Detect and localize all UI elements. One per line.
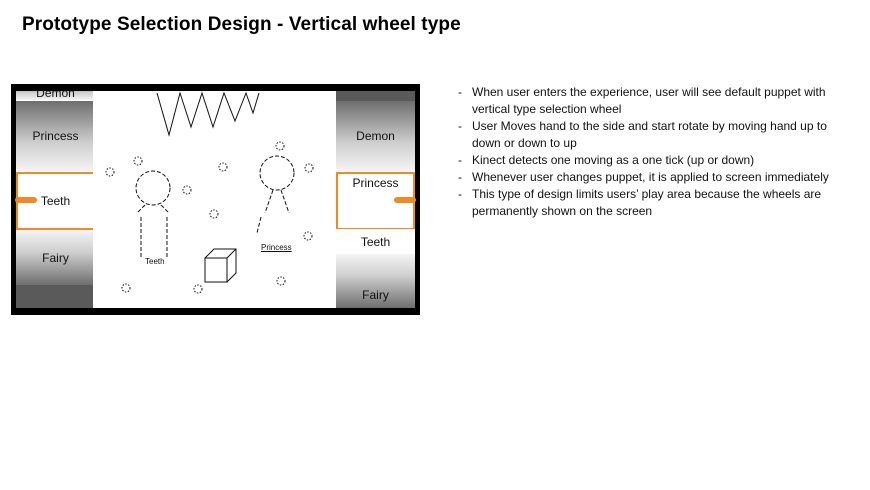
wheel-item-label: Teeth	[40, 194, 71, 208]
note-item: -When user enters the experience, user w…	[458, 85, 826, 116]
wheel-item-label: Teeth	[360, 234, 391, 249]
right-hand-grip-handle[interactable]	[394, 197, 416, 203]
right-wheel-item-demon[interactable]: Demon	[336, 101, 415, 171]
prototype-mockup-frame: Demon Princess Teeth Fairy	[11, 84, 420, 315]
note-item: -This type of design limits users’ play …	[458, 187, 822, 218]
left-wheel-item-princess[interactable]: Princess	[16, 101, 95, 171]
wheel-item-label: Demon	[36, 91, 75, 100]
design-notes-list: -When user enters the experience, user w…	[458, 84, 830, 220]
note-item: -Kinect detects one moving as a one tick…	[458, 153, 755, 167]
scene-drawing	[105, 91, 314, 294]
slide-title: Prototype Selection Design - Vertical wh…	[22, 14, 461, 35]
note-item: -Whenever user changes puppet, it is app…	[458, 170, 829, 184]
puppet-scene: Teeth Princess	[93, 91, 336, 308]
wheel-item-label: Princess	[352, 176, 399, 190]
sparkles	[105, 141, 314, 294]
cube-prop	[204, 248, 237, 283]
wheel-item-label: Fairy	[362, 288, 389, 302]
wheel-bottom-bar	[16, 285, 95, 308]
right-wheel-item-teeth[interactable]: Teeth	[336, 229, 415, 254]
right-wheel-item-fairy[interactable]: Fairy	[336, 254, 415, 308]
wheel-item-label: Demon	[356, 129, 395, 143]
left-puppet-figure	[135, 170, 171, 257]
left-wheel-item-demon[interactable]: Demon	[16, 91, 95, 100]
right-puppet-label: Princess	[261, 243, 292, 252]
teeth-zigzag	[156, 91, 260, 137]
left-selection-wheel[interactable]: Demon Princess Teeth Fairy	[16, 91, 95, 308]
wheel-item-label: Fairy	[42, 250, 69, 265]
left-hand-grip-handle[interactable]	[15, 197, 37, 203]
note-item: -User Moves hand to the side and start r…	[458, 119, 827, 150]
wheel-item-label: Princess	[32, 129, 79, 143]
left-puppet-label: Teeth	[145, 257, 165, 266]
right-puppet-figure	[256, 155, 295, 234]
left-wheel-item-fairy[interactable]: Fairy	[16, 230, 95, 285]
wheel-top-bar	[336, 91, 415, 101]
